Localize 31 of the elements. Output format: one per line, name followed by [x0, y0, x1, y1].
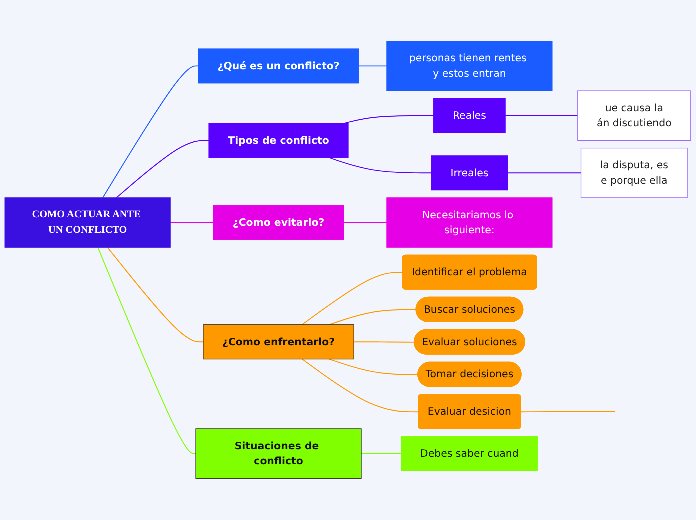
- node-box: ue causa la án discutiendo: [578, 90, 692, 141]
- connector: [520, 411, 616, 413]
- node-box: Situaciones de conflicto: [196, 428, 362, 479]
- node-box: ¿Como enfrentarlo?: [203, 324, 354, 360]
- connector: [328, 358, 419, 376]
- node-box: la disputa, es e porque ella: [580, 148, 688, 198]
- connector: [344, 115, 434, 124]
- connector: [98, 247, 196, 454]
- node-box: ¿Como evitarlo?: [214, 205, 344, 240]
- connector: [116, 140, 210, 198]
- connector: [354, 342, 416, 343]
- connector: [343, 222, 388, 224]
- connector: [328, 309, 417, 326]
- node-box: Irreales: [431, 156, 508, 191]
- connector: [107, 247, 204, 343]
- node-box: ¿Qué es un conflicto?: [198, 48, 360, 84]
- connector: [358, 66, 388, 67]
- node-box: COMO ACTUAR ANTE UN CONFLICTO: [4, 198, 171, 248]
- node-box: Debes saber cuand: [401, 436, 538, 472]
- connector: [170, 222, 214, 224]
- connector: [302, 358, 420, 413]
- node-box: Reales: [434, 98, 506, 134]
- connector: [328, 157, 432, 174]
- node-box: personas tienen rentes y estos entran: [386, 41, 553, 92]
- connector: [361, 453, 402, 454]
- connector: [505, 115, 578, 116]
- connector: [102, 66, 200, 198]
- node-box: Tipos de conflicto: [208, 123, 349, 158]
- connector: [507, 172, 582, 174]
- node-box: Necesitariamos lo siguiente:: [386, 198, 553, 248]
- connector: [302, 272, 404, 326]
